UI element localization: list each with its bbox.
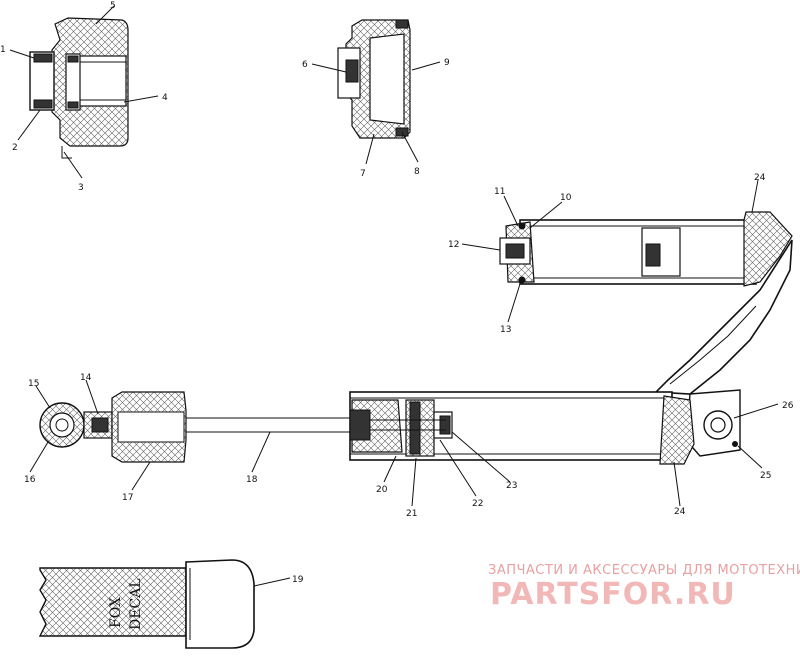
callout-12: 12: [448, 240, 459, 250]
watermark-logo: PARTSFOR.RU: [490, 577, 736, 612]
decal-text-line-1: FOX: [108, 597, 124, 628]
callout-7: 7: [360, 169, 366, 179]
callout-22: 22: [472, 499, 483, 509]
callout-10: 10: [560, 193, 572, 203]
callout-8: 8: [414, 167, 420, 177]
callout-21: 21: [406, 509, 417, 519]
callout-15: 15: [28, 379, 39, 389]
reservoir-assembly: [499, 211, 793, 287]
watermark: ЗАПЧАСТИ И АКСЕССУАРЫ ДЛЯ МОТОТЕХНИКИ PA…: [488, 563, 800, 612]
callout-26: 26: [782, 401, 794, 411]
shock-body: [39, 391, 695, 465]
piston-cap-assembly: [337, 19, 411, 139]
watermark-tagline: ЗАПЧАСТИ И АКСЕССУАРЫ ДЛЯ МОТОТЕХНИКИ: [488, 563, 800, 578]
bushing-assembly: [29, 17, 129, 159]
callout-23: 23: [506, 481, 517, 491]
callout-11: 11: [494, 187, 505, 197]
callout-2: 2: [12, 143, 18, 153]
callout-5: 5: [110, 1, 116, 11]
decal-text-line-2: DECAL: [128, 578, 144, 630]
callout-24-top: 24: [754, 173, 766, 183]
callout-1: 1: [0, 45, 6, 55]
callout-labels: 1 2 3 4 5 6 7 8 9 10 11 12 13 14 15 16 1…: [0, 1, 794, 585]
callout-24-bottom: 24: [674, 507, 686, 517]
callout-25: 25: [760, 471, 771, 481]
decal-sleeve: FOX DECAL: [38, 559, 255, 649]
callout-16: 16: [24, 475, 36, 485]
leader-lines: [9, 5, 779, 587]
callout-6: 6: [302, 60, 308, 70]
callout-19: 19: [292, 575, 304, 585]
callout-9: 9: [444, 58, 450, 68]
callout-20: 20: [376, 485, 388, 495]
callout-17: 17: [122, 493, 133, 503]
callout-18: 18: [246, 475, 258, 485]
callout-13: 13: [500, 325, 511, 335]
linkage-arm: [654, 239, 793, 457]
callout-14: 14: [80, 373, 92, 383]
callout-3: 3: [78, 183, 84, 193]
callout-4: 4: [162, 93, 168, 103]
